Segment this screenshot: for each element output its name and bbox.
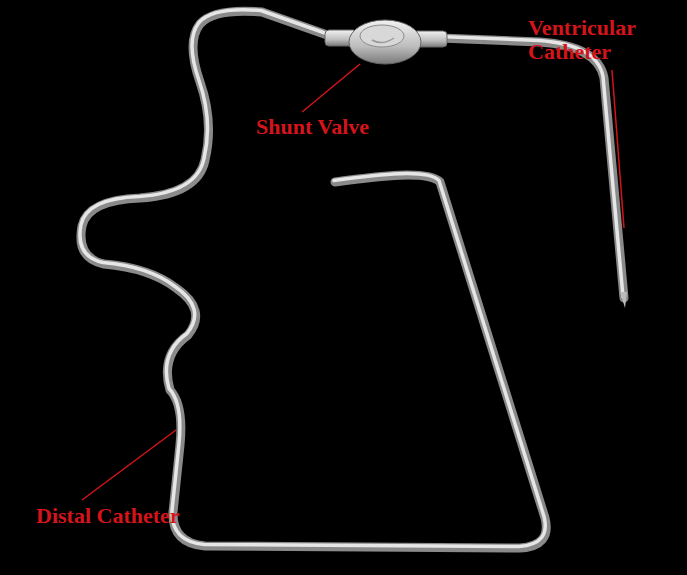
part-label: Distal Catheter bbox=[36, 504, 180, 528]
leader-lines bbox=[82, 64, 624, 500]
shunt-valve bbox=[325, 20, 447, 64]
part-label: Shunt Valve bbox=[256, 115, 369, 139]
catheter-tip bbox=[620, 292, 627, 308]
part-label: Ventricular Catheter bbox=[528, 16, 678, 64]
tube bbox=[80, 10, 624, 548]
